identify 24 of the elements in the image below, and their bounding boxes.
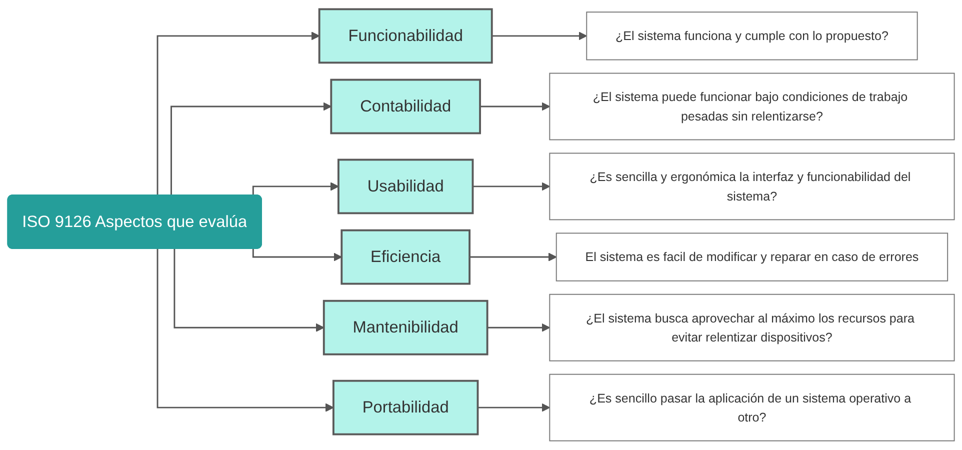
node-box: ¿Es sencilla y ergonómica la interfaz y funcionabilidad del sistema? — [549, 152, 955, 220]
node-box: ¿El sistema puede funcionar bajo condiciones de trabajo pesadas sin relentizarse? — [549, 72, 955, 140]
node-box: Portabilidad — [332, 380, 479, 436]
arrow — [156, 248, 334, 412]
arrow — [479, 102, 550, 111]
arrow — [486, 323, 550, 332]
arrow — [468, 252, 557, 262]
arrow — [491, 32, 588, 40]
arrow — [170, 102, 332, 196]
node-box: Mantenibilidad — [322, 300, 488, 356]
arrow — [156, 32, 320, 196]
node-box: Usabilidad — [337, 158, 474, 214]
node-box: ¿El sistema busca aprovechar al máximo los recursos para evitar relentizar dispositivos? — [549, 294, 955, 362]
node-box: Eficiencia — [340, 229, 470, 285]
arrow — [252, 182, 339, 196]
arrow — [472, 182, 550, 191]
node-box: ¿Es sencillo pasar la aplicación de un sistema operativo a otro? — [549, 374, 955, 442]
node-box: El sistema es facil de modificar y reparar en caso de errores — [556, 232, 948, 282]
arrow — [252, 248, 342, 262]
node-box: ¿El sistema funciona y cumple con lo propuesto? — [586, 12, 918, 60]
node-box: Funcionabilidad — [318, 8, 493, 64]
arrow — [174, 248, 324, 332]
arrow — [477, 403, 550, 412]
node-box: Contabilidad — [330, 78, 481, 134]
